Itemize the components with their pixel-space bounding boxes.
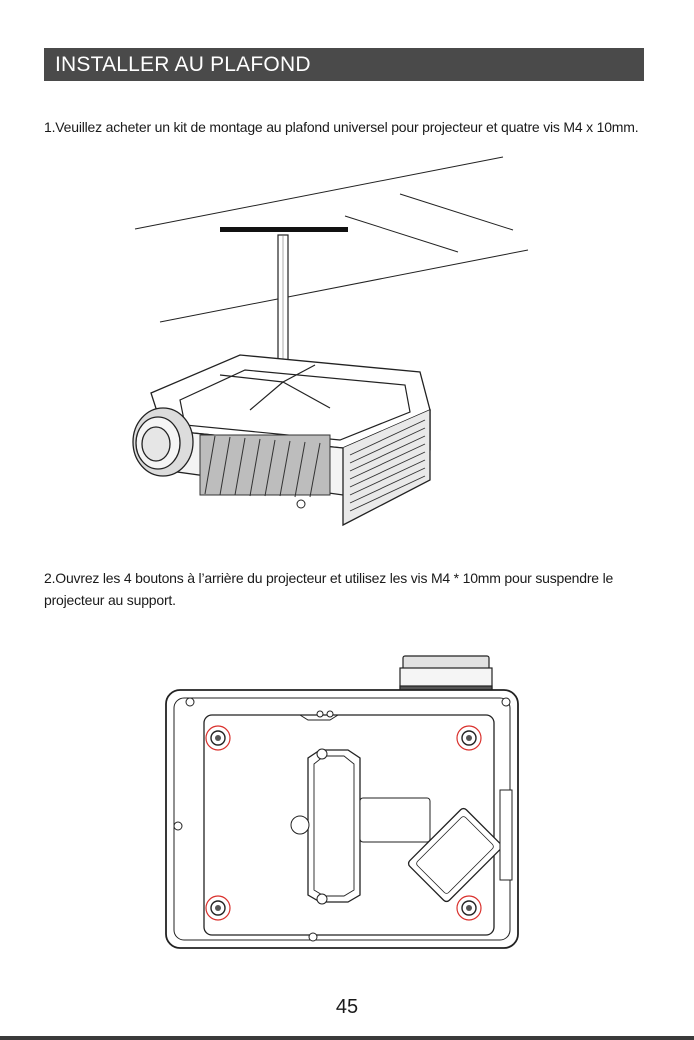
ceiling-mount-illustration (125, 150, 545, 530)
bottom-rule (0, 1036, 694, 1040)
step-2-text: 2.Ouvrez les 4 boutons à l’arrière du pr… (44, 567, 650, 611)
page-number: 45 (0, 996, 694, 1019)
section-title: INSTALLER AU PLAFOND (44, 48, 644, 81)
projector-bottom-illustration (160, 650, 530, 955)
step-1-text: 1.Veuillez acheter un kit de montage au … (44, 116, 644, 138)
